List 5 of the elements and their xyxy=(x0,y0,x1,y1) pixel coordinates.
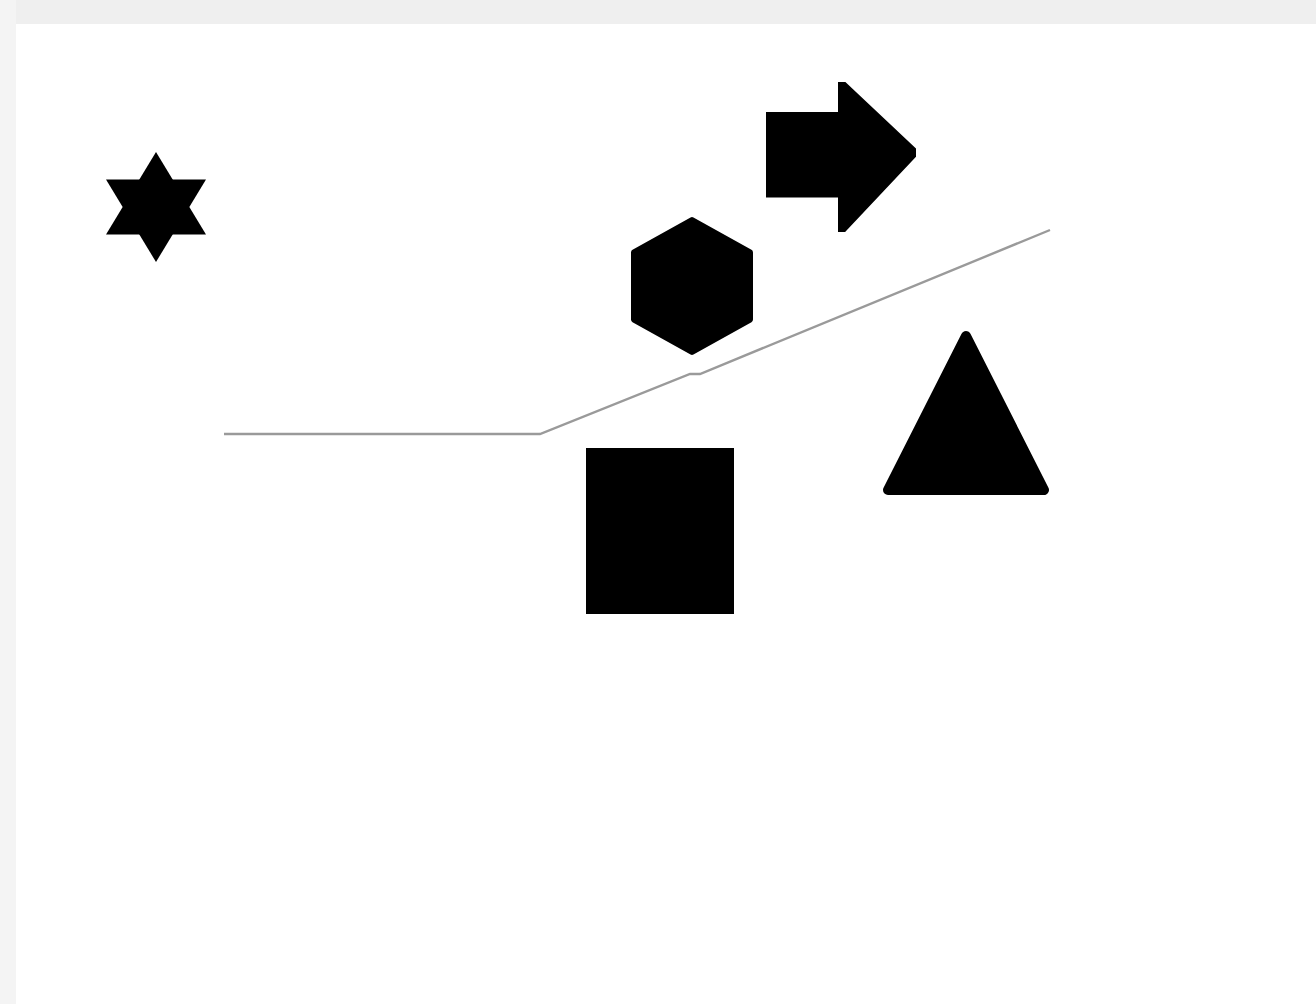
hexagon-shape xyxy=(630,216,754,356)
star-shape xyxy=(106,152,206,262)
arrow-shape xyxy=(766,82,916,232)
box-shape xyxy=(586,448,734,614)
triangle-shape xyxy=(882,330,1050,496)
